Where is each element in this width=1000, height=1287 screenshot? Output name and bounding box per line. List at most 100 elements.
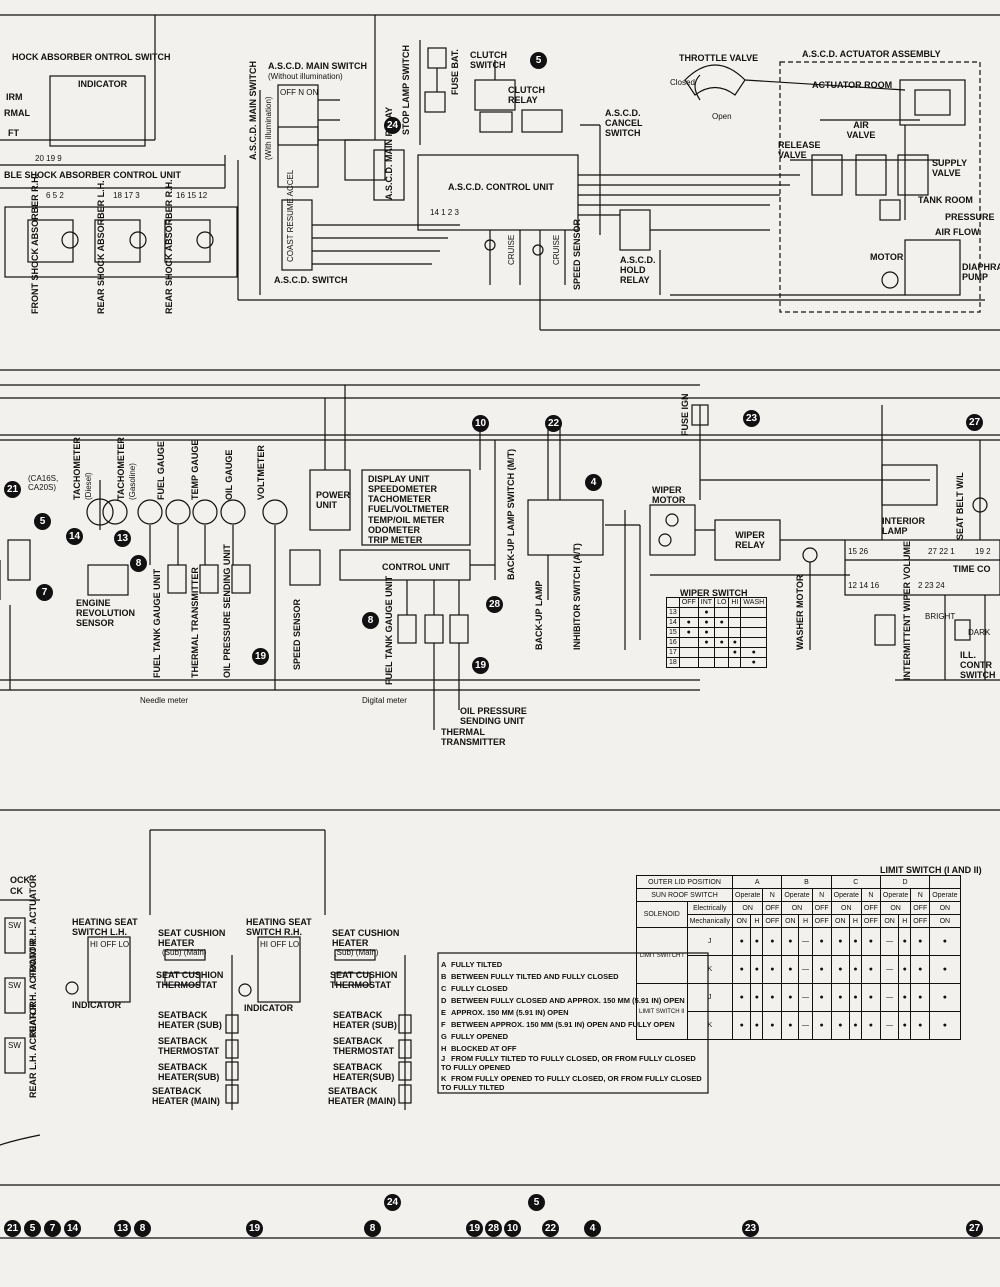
time-control-label: TIME CO xyxy=(953,564,991,574)
footer-ref: 10 xyxy=(504,1220,521,1237)
footer-ref: 27 xyxy=(966,1220,983,1237)
indicator-lh-label: INDICATOR xyxy=(72,1000,122,1010)
display-item: ODOMETER xyxy=(368,524,421,535)
footer-ref: 5 xyxy=(528,1194,545,1211)
tc-terminals-top2: 27 22 1 xyxy=(928,547,955,556)
footer-ref: 21 xyxy=(4,1220,21,1237)
air-flow-label: AIR FLOW xyxy=(935,227,980,237)
seat-belt-label: SEAT BELT W/L xyxy=(955,472,965,540)
wiper-col: HI xyxy=(728,597,742,608)
engine-revolution-sensor-label: ENGINE REVOLUTION SENSOR xyxy=(76,598,136,628)
closed-label: Closed xyxy=(670,78,695,87)
sub-main-lh: (Sub) (Main) xyxy=(162,948,207,957)
seatback-heater-sub2-rh: SEATBACK HEATER(Sub) xyxy=(333,1062,395,1082)
footer-ref: 22 xyxy=(542,1220,559,1237)
thermal-transmitter-label: THERMAL TRANSMITTER xyxy=(190,567,200,678)
pos-d: D xyxy=(879,875,931,889)
without-illumination-label: (Without illumination) xyxy=(268,72,343,81)
wiper-header-row: OFF INT LO HI WASH xyxy=(666,597,768,608)
seatback-heater-sub2-lh: SEATBACK HEATER(Sub) xyxy=(158,1062,220,1082)
dark-label: DARK xyxy=(968,628,991,637)
thermal-callout-label: THERMAL TRANSMITTER xyxy=(441,727,506,747)
speed-sensor-2-label: SPEED SENSOR xyxy=(292,598,302,670)
ascd-main-relay-label: A.S.C.D. MAIN RELAY xyxy=(384,106,394,200)
lim-row: K●●●●—●●●●—●●● xyxy=(637,1011,961,1040)
fuse-bat-label: FUSE BAT. xyxy=(450,49,460,95)
with-illumination-label: (With illumination) xyxy=(264,96,273,160)
ascd-control-unit-label: A.S.C.D. CONTROL UNIT xyxy=(448,182,554,192)
footer-ref: 13 xyxy=(114,1220,131,1237)
front-shock-rh-label: FRONT SHOCK ABSORBER R.H. xyxy=(30,173,40,314)
wiper-row: 15●● xyxy=(666,627,768,638)
sw-3-label: SW xyxy=(8,1041,21,1050)
wiper-col: OFF xyxy=(678,597,699,608)
interior-lamp-label: INTERIOR LAMP xyxy=(882,516,926,536)
oil-pressure-callout-label: OIL PRESSURE SENDING UNIT xyxy=(460,706,527,726)
motor-label: MOTOR xyxy=(870,252,904,262)
voltmeter-label: VOLTMETER xyxy=(256,445,266,500)
ref-badge: 4 xyxy=(585,474,602,491)
ck-label: CK xyxy=(10,886,23,896)
tank-room-label: TANK ROOM xyxy=(918,195,973,205)
lim-row: K●●●●—●●●●—●●● xyxy=(637,955,961,984)
control-unit-label: CONTROL UNIT xyxy=(382,562,450,572)
sub-main-rh: (Sub) (Main) xyxy=(334,948,379,957)
solenoid: SOLENOID xyxy=(636,901,688,928)
wiper-col: LO xyxy=(714,597,730,608)
wiper-row-label: 15 xyxy=(666,627,680,638)
ascd-main-switch-label: A.S.C.D. MAIN SWITCH xyxy=(268,61,367,71)
sw-2-label: SW xyxy=(8,981,21,990)
ref-badge: 10 xyxy=(472,415,489,432)
wiper-corner xyxy=(666,597,680,608)
ref-badge: 13 xyxy=(114,530,131,547)
diaphragm-pump-label: DIAPHRA PUMP xyxy=(962,262,1000,282)
off-on-label: OFF N ON xyxy=(280,88,319,97)
clutch-relay-label: CLUTCH RELAY xyxy=(508,85,545,105)
display-item: TRIP METER xyxy=(368,535,423,546)
outer-lid-position: OUTER LID POSITION xyxy=(635,875,734,889)
seatback-heater-main-rh: SEATBACK HEATER (Main) xyxy=(328,1086,396,1106)
footer-ref: 8 xyxy=(364,1220,381,1237)
ascd-main-switch-side-label: A.S.C.D. MAIN SWITCH xyxy=(248,61,258,160)
sun-roof-switch: SUN ROOF SWITCH xyxy=(635,888,734,902)
hi-off-lo-lh: HI OFF LO xyxy=(90,940,130,949)
display-item: FUEL/VOLTMETER xyxy=(368,504,449,515)
needle-meter-label: Needle meter xyxy=(140,696,189,705)
wiper-row-label: 17 xyxy=(666,647,680,658)
actuator-room-label: ACTUATOR ROOM xyxy=(812,80,893,90)
wiper-row-label: 13 xyxy=(666,607,680,618)
seat-cushion-heater-rh-label: SEAT CUSHION HEATER xyxy=(332,928,400,948)
pressure-label: PRESSURE xyxy=(945,212,995,222)
pos-b: B xyxy=(781,875,832,889)
wiper-row: 18● xyxy=(666,657,768,668)
wiper-row: 16●●● xyxy=(666,637,768,648)
shock-control-unit-label: BLE SHOCK ABSORBER CONTROL UNIT xyxy=(4,170,182,180)
seat-cushion-thermostat-rh-label: SEAT CUSHION THERMOSTAT xyxy=(330,970,398,990)
washer-motor-label: WASHER MOTOR xyxy=(795,574,805,650)
wiper-row: 13● xyxy=(666,607,768,618)
footer-ref: 23 xyxy=(742,1220,759,1237)
coast-resume-accel-label: COAST RESUME ACCEL xyxy=(286,169,295,262)
seat-cushion-heater-lh-label: SEAT CUSHION HEATER xyxy=(158,928,226,948)
back-up-lamp-label: BACK-UP LAMP xyxy=(534,580,544,650)
hi-off-lo-rh: HI OFF LO xyxy=(260,940,300,949)
digital-meter-label: Digital meter xyxy=(362,696,407,705)
seatback-thermostat-lh: SEATBACK THERMOSTAT xyxy=(158,1036,220,1056)
fuel-gauge-label: FUEL GAUGE xyxy=(156,441,166,500)
tachometer-diesel-label: TACHOMETER xyxy=(72,437,82,500)
release-valve-label: RELEASE VALVE xyxy=(778,140,821,160)
clutch-switch-label: CLUTCH SWITCH xyxy=(470,50,507,70)
footer-ref: 5 xyxy=(24,1220,41,1237)
ref-badge: 24 xyxy=(384,117,401,134)
ref-badge: 5 xyxy=(530,52,547,69)
oil-pressure-sending-unit-label: OIL PRESSURE SENDING UNIT xyxy=(222,544,232,678)
ref-badge: 8 xyxy=(362,612,379,629)
